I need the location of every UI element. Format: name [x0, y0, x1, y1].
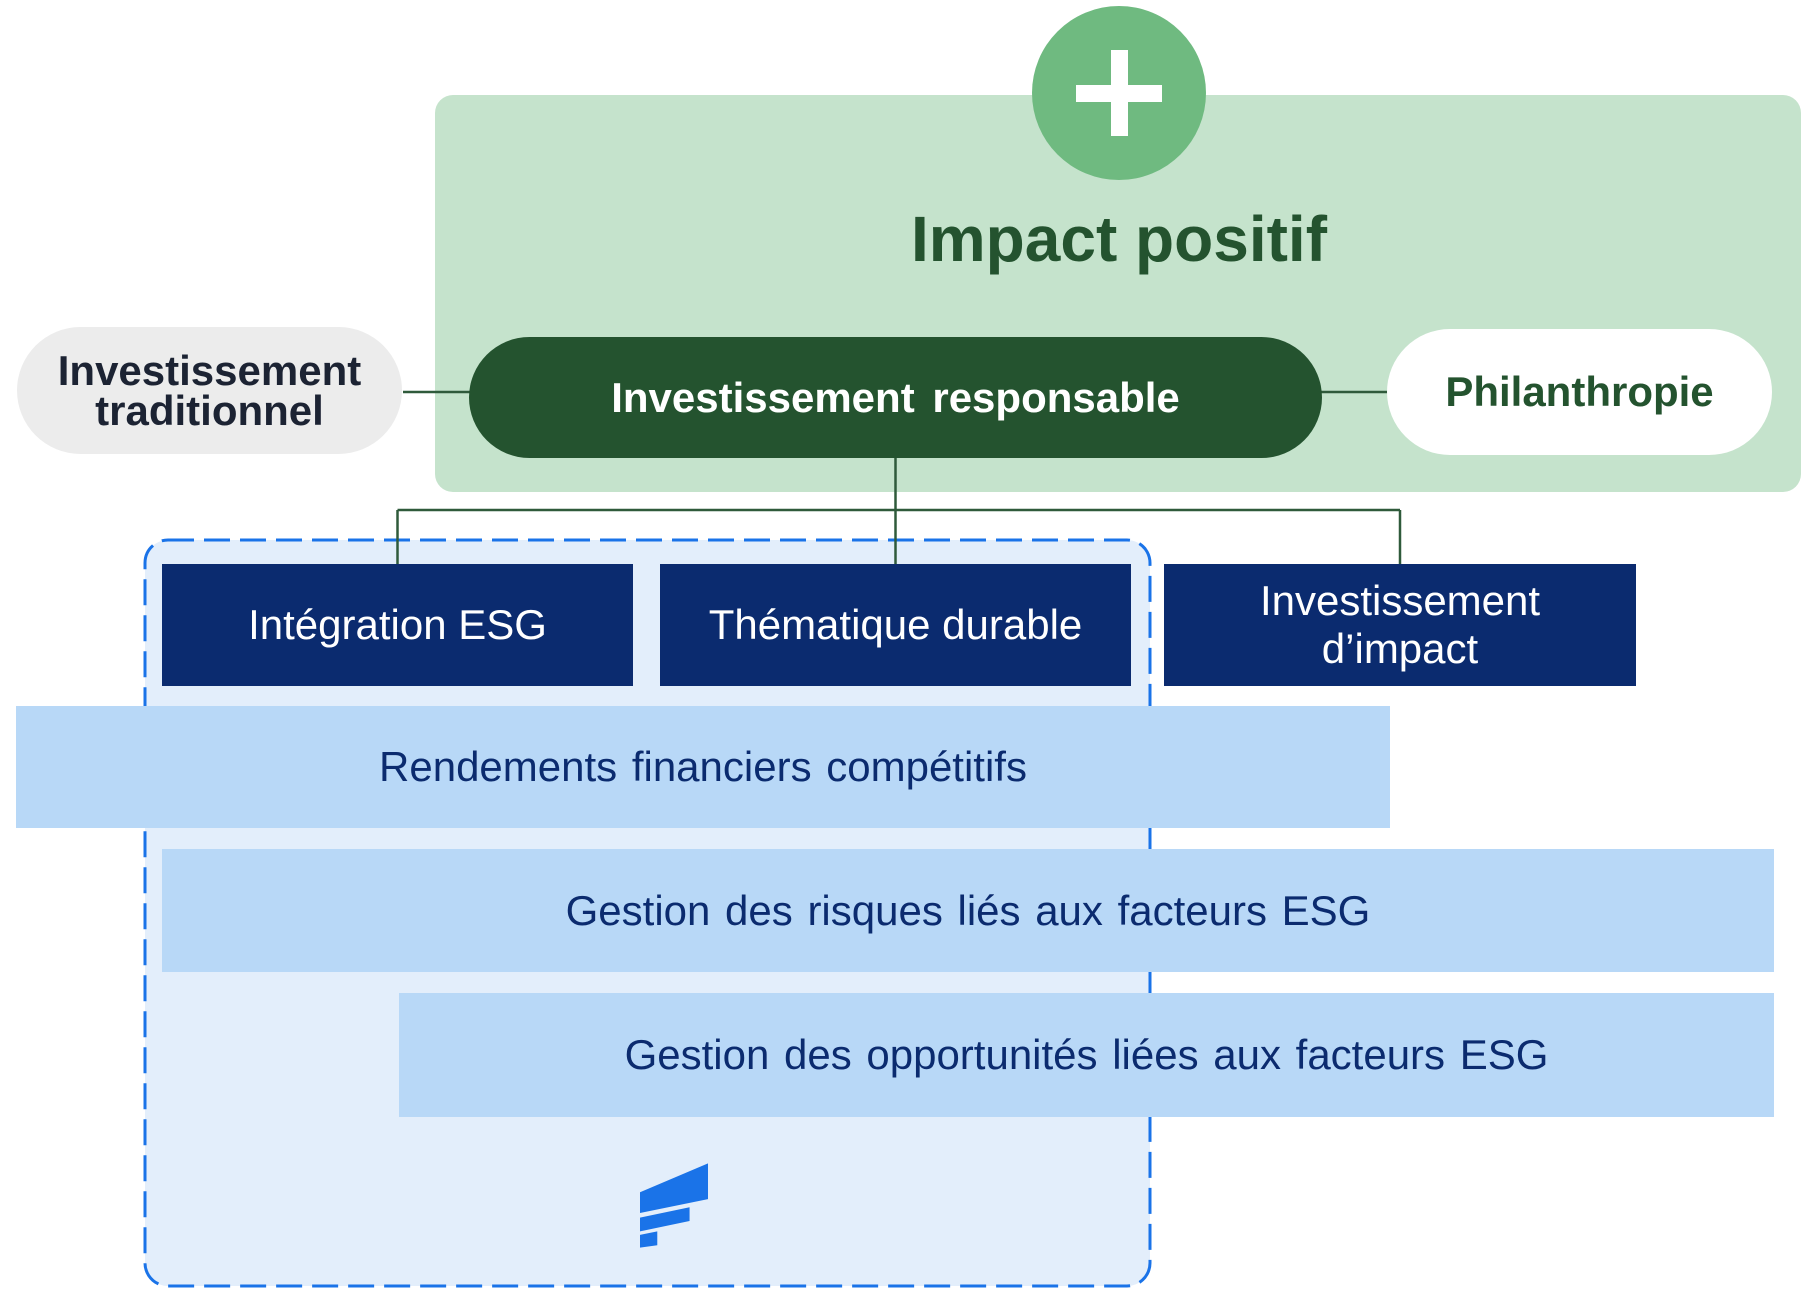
objective-label: Gestion des opportunités liées aux facte…	[624, 1031, 1549, 1078]
plus-icon	[1076, 50, 1162, 136]
logo-stripe-bottom	[640, 1231, 658, 1248]
plus-badge	[1032, 6, 1206, 180]
objective-bar-risk: Gestion des risques liés aux facteurs ES…	[162, 849, 1774, 972]
traditional-investment-pill: Investissement traditionnel	[17, 327, 402, 454]
hub-label: Investissement responsable	[611, 373, 1180, 421]
approach-label-line-1: Investissement	[1259, 577, 1541, 624]
approach-sustainable-thematic: Thématique durable	[660, 564, 1131, 686]
responsible-investment-pill: Investissement responsable	[469, 337, 1322, 458]
objective-bar-returns: Rendements financiers compétitifs	[16, 706, 1390, 828]
approach-esg-integration: Intégration ESG	[162, 564, 633, 686]
objective-label: Gestion des risques liés aux facteurs ES…	[565, 886, 1371, 934]
approach-label: Intégration ESG	[248, 601, 547, 648]
approach-label-line-2: d’impact	[1321, 625, 1479, 672]
left-node-line-1: Investissement	[57, 346, 362, 394]
right-node-label: Philanthropie	[1445, 368, 1714, 415]
objective-label: Rendements financiers compétitifs	[379, 743, 1027, 790]
logo-stripe-top	[640, 1163, 708, 1213]
panel-title: Impact positif	[910, 203, 1328, 275]
left-node-line-2: traditionnel	[95, 386, 324, 434]
philanthropy-pill: Philanthropie	[1387, 329, 1772, 455]
flag-logo	[640, 1163, 708, 1248]
approach-impact-investing: Investissement d’impact	[1164, 564, 1636, 686]
objective-bar-opportunities: Gestion des opportunités liées aux facte…	[399, 993, 1774, 1117]
approach-label: Thématique durable	[708, 601, 1083, 648]
